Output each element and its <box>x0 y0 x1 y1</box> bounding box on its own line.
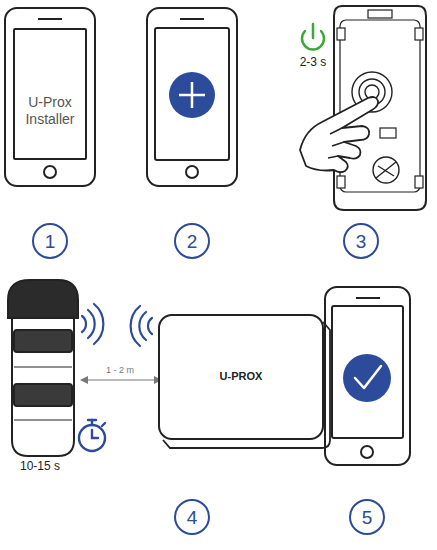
phone <box>5 8 95 186</box>
step-number-text: 4 <box>187 508 198 527</box>
step-number-text: 2 <box>187 232 198 251</box>
step-number: 1 <box>32 223 68 259</box>
power-icon <box>302 24 324 50</box>
duration-label: 10-15 s <box>18 459 62 473</box>
step-number: 5 <box>349 499 385 535</box>
node-text: U-Prox Installer <box>19 94 81 128</box>
add-button <box>169 72 215 118</box>
hand <box>300 97 378 172</box>
phone <box>325 287 410 465</box>
distance-label: 1 - 2 m <box>104 365 136 375</box>
radio-waves <box>82 304 152 346</box>
check-mark <box>355 366 381 388</box>
step-number-text: 1 <box>45 232 56 251</box>
step-number: 3 <box>343 223 379 259</box>
app-screen: U-Prox Installer <box>13 28 87 160</box>
hub-device: U-PROX <box>158 314 324 440</box>
step-number-text: 5 <box>362 508 373 527</box>
step-number: 2 <box>174 223 210 259</box>
duration-label: 2-3 s <box>298 55 329 69</box>
step-number: 4 <box>174 499 210 535</box>
phone <box>147 8 237 186</box>
success-icon <box>343 354 391 402</box>
step-number-text: 3 <box>356 232 367 251</box>
distance-arrow <box>80 376 162 384</box>
plus-sign <box>179 82 205 108</box>
node-text: U-PROX <box>220 370 263 383</box>
motion-detector <box>8 280 78 456</box>
stopwatch-icon <box>79 420 105 451</box>
